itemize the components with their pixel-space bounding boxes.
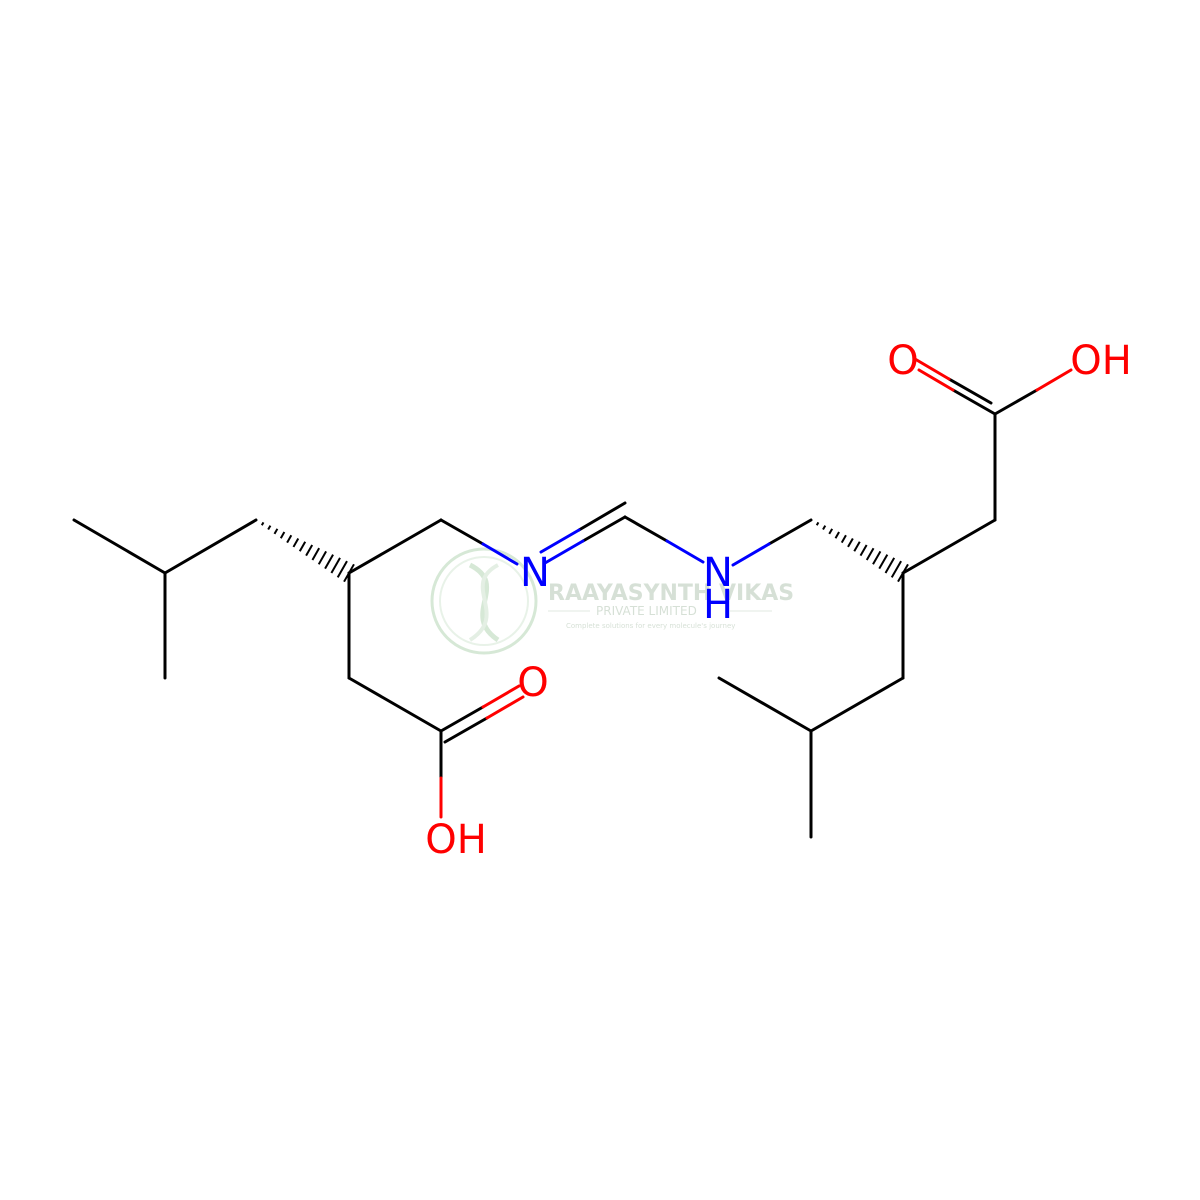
wedge-hash (279, 531, 286, 539)
bond-nitrogen (539, 528, 581, 554)
bond-oxygen (917, 368, 955, 392)
bond-oxygen (913, 357, 951, 381)
wedge-hash (840, 534, 847, 544)
bond (443, 716, 489, 744)
bond (163, 518, 258, 575)
bond (439, 518, 485, 546)
wedge-hash (884, 557, 896, 574)
wedge-hash (324, 554, 334, 570)
wedge-hash (890, 560, 902, 578)
watermark-logo-ring (430, 547, 538, 655)
wedge-hash (822, 525, 827, 531)
wedge-hash (865, 547, 875, 561)
atom-n-amine: N (703, 550, 733, 596)
bond (717, 676, 813, 733)
watermark-dna-strand-icon (468, 563, 499, 642)
wedge-hash (260, 521, 265, 526)
wedge-hash (815, 521, 820, 526)
bond (767, 518, 813, 546)
bond-oxygen (481, 684, 521, 709)
wedge-hash (273, 528, 279, 535)
atom-o-carbonyl-right: O (887, 338, 918, 384)
hashed-wedge-bond-left (260, 521, 355, 583)
wedge-hash (897, 563, 909, 583)
watermark-subtitle: PRIVATE LIMITED (596, 604, 697, 618)
wedge-hash (330, 557, 341, 574)
wedge-hash (853, 541, 861, 552)
wedge-hash (834, 531, 840, 539)
bond (947, 377, 993, 405)
bond (623, 515, 669, 543)
atom-labels: N N H O OH O OH (425, 338, 1132, 863)
bond (72, 518, 167, 575)
bond-oxygen (485, 695, 525, 720)
bond (901, 518, 997, 575)
bond (951, 388, 997, 416)
bond-oxygen (1035, 368, 1073, 392)
hashed-wedge-bond-right (815, 521, 909, 583)
wedge-hash (311, 547, 321, 561)
wedge-hash (336, 560, 348, 578)
bond (577, 501, 627, 532)
wedge-hash (872, 550, 882, 565)
wedge-hash (305, 544, 314, 557)
bond (347, 518, 443, 575)
hetero-bonds (439, 357, 1073, 819)
bond-nitrogen (481, 542, 519, 566)
wedge-hash (298, 541, 307, 552)
bond-nitrogen (731, 542, 771, 567)
wedge-hash (859, 544, 868, 557)
atom-o-carbonyl-left: O (517, 660, 548, 706)
bond (581, 515, 627, 543)
bond-nitrogen (665, 539, 705, 564)
bond (993, 388, 1039, 416)
bond (347, 676, 443, 733)
wedge-hash (286, 534, 293, 544)
wedge-hash (343, 563, 355, 583)
bond (809, 676, 905, 733)
atom-oh-right: OH (1070, 338, 1132, 384)
wedge-hash (292, 537, 300, 548)
wedge-hash (267, 525, 272, 531)
watermark: RAAYASYNTH VIKAS PRIVATE LIMITED Complet… (430, 547, 794, 655)
atom-oh-left: OH (425, 817, 487, 863)
wedge-hash (847, 538, 854, 548)
watermark-title: RAAYASYNTH VIKAS (548, 581, 794, 606)
watermark-tagline: Complete solutions for every molecule's … (566, 622, 735, 630)
carbon-bonds (72, 377, 1039, 839)
bond-nitrogen (543, 539, 585, 565)
wedge-hash (828, 528, 834, 535)
wedge-hash (878, 554, 889, 570)
watermark-logo-inner-ring (439, 556, 529, 646)
atom-h-amine: H (703, 582, 733, 628)
wedge-hash (317, 550, 327, 565)
bond (439, 705, 485, 733)
atom-n-imine: N (520, 550, 550, 596)
